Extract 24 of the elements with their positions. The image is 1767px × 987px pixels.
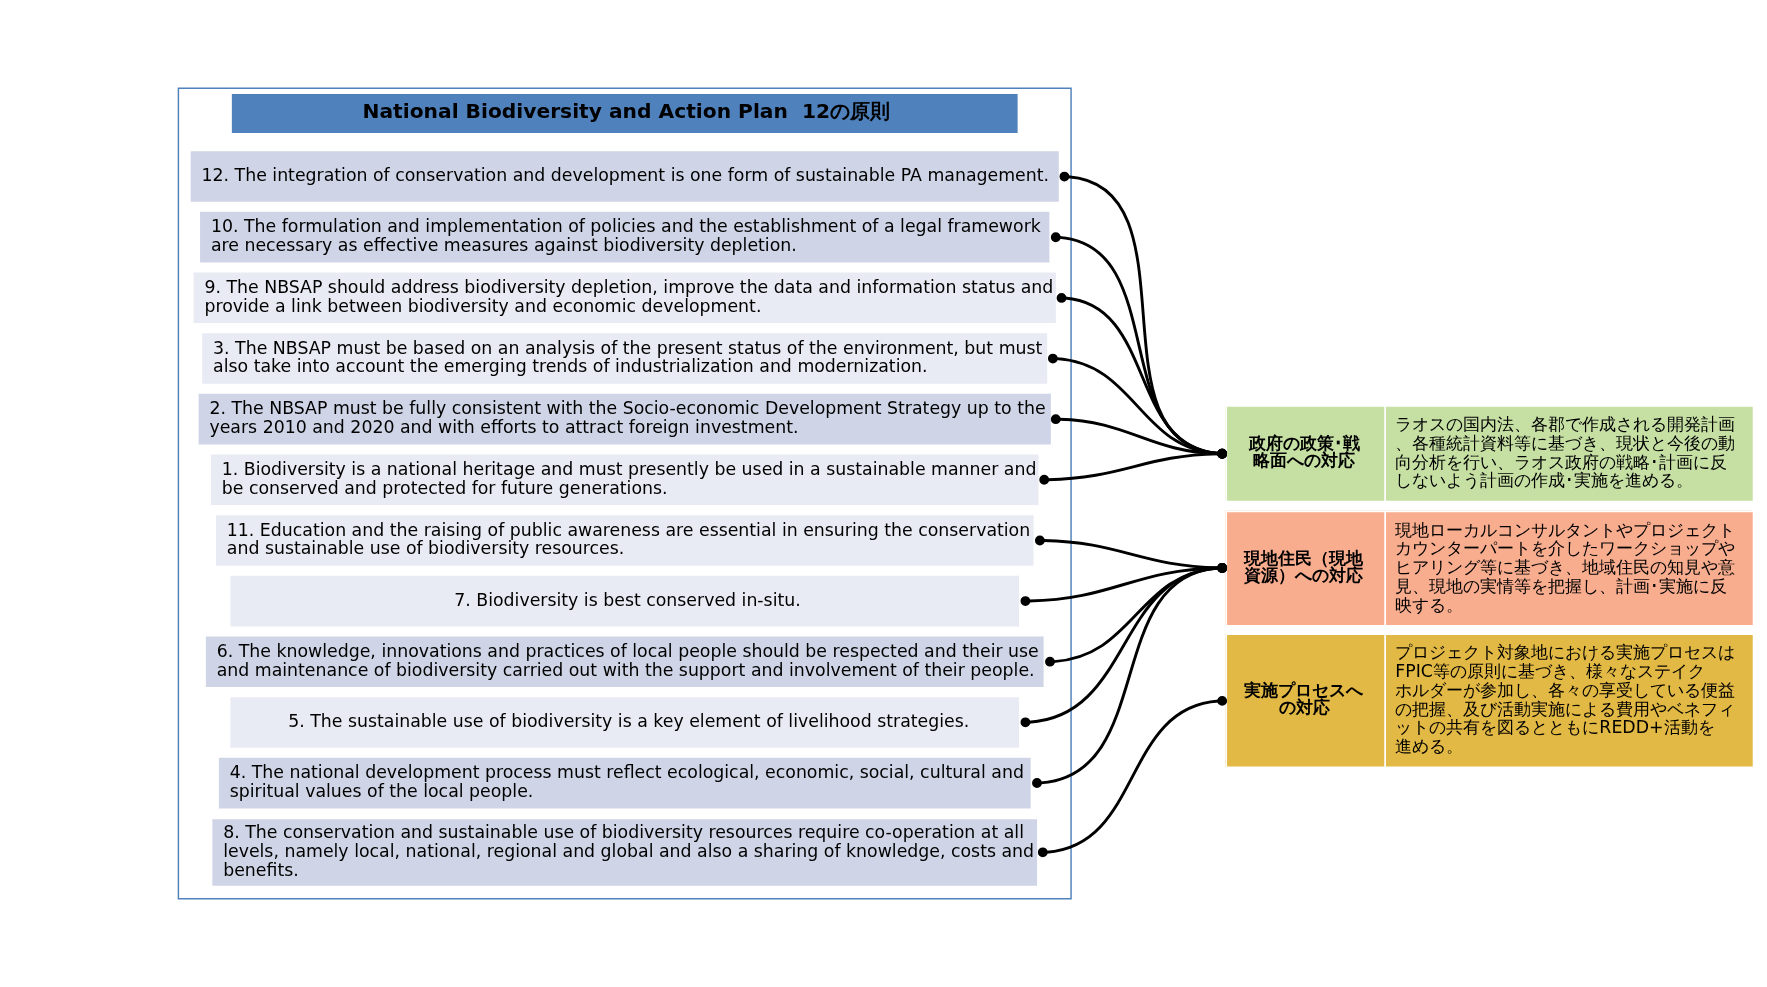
connector <box>1050 414 1227 459</box>
connector <box>1056 293 1227 459</box>
node-box: 4. The national development process must reflect ecological, economic, social, cultural and spiritual values of the local people. <box>216 756 1032 810</box>
node-box: 2. The NBSAP must be fully consistent with the Socio-economic Development Strategy up to the years 2010 and 2020 and with efforts to attract foreign investment. <box>196 392 1052 446</box>
node-box: 11. Education and the raising of public awareness are essential in ensuring the conservation and sustainable use of biodiversity resources. <box>214 513 1035 568</box>
connector <box>1020 563 1227 606</box>
connector <box>1038 448 1227 485</box>
node-box: 8. The conservation and sustainable use of biodiversity resources require co-operation at all levels, namely local, national, regional and global and also a sharing of knowledge, costs and benefits. <box>210 817 1039 888</box>
connector <box>1034 535 1227 573</box>
node-box: 3. The NBSAP must be based on an analysis of the present status of the environment, but must also take into account the emerging trends of industrialization and modernization. <box>200 331 1049 386</box>
connector <box>1031 563 1227 788</box>
node-box: 10. The formulation and implementation of policies and the establishment of a legal framework are necessary as effective measures against biodiversity depletion. <box>198 210 1051 264</box>
node-box: 9. The NBSAP should address biodiversity depletion, improve the data and information status and provide a link between biodiversity and economic development. <box>191 271 1057 325</box>
connector <box>1047 353 1227 459</box>
connector <box>1050 232 1227 459</box>
node-box: 1. Biodiversity is a national heritage and must presently be used in a sustainable manner and be conserved and protected for future generations. <box>208 453 1040 507</box>
connector <box>1059 171 1227 459</box>
connector <box>1037 696 1227 858</box>
connector <box>1020 563 1227 728</box>
node-box: 6. The knowledge, innovations and practices of local people should be respected and their use and maintenance of biodiversity carried out with the support and involvement of their people. <box>203 635 1045 689</box>
node-box: 5. The sustainable use of biodiversity is a key element of livelihood strategies. <box>228 695 1020 750</box>
node-box: 7. Biodiversity is best conserved in-situ. <box>228 574 1020 628</box>
node-box: 12. The integration of conservation and development is one form of sustainable PA management. <box>188 149 1060 204</box>
connector <box>1044 563 1227 667</box>
